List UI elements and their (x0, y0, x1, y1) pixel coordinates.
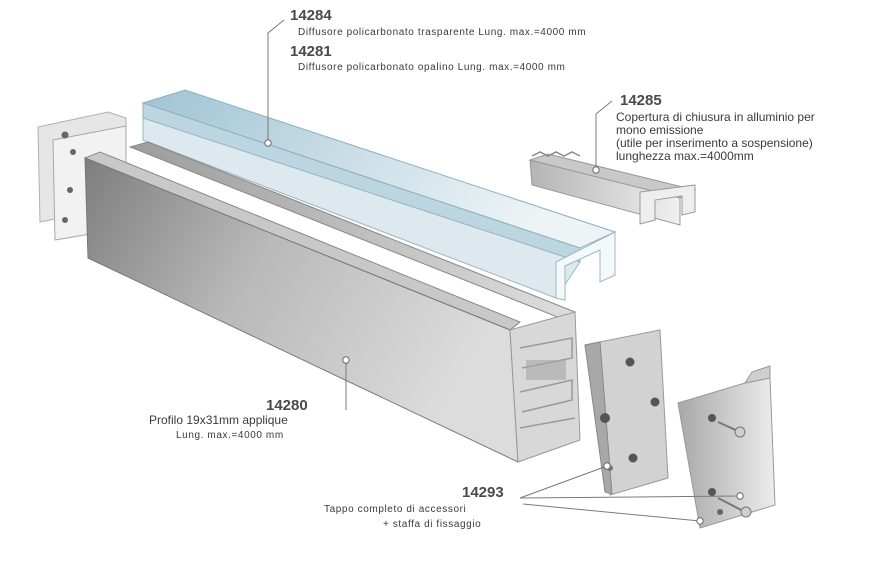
leader-lines (267, 19, 741, 522)
end-cap-plate (584, 329, 669, 496)
part-desc-14285-line2: mono emissione (616, 123, 704, 137)
part-code-14285: 14285 (620, 92, 662, 109)
part-code-14293: 14293 (462, 484, 504, 501)
part-code-14280: 14280 (266, 397, 308, 414)
part-desc-14285-line1: Copertura di chiusura in alluminio per (616, 110, 815, 124)
anchor-dot (592, 166, 600, 174)
anchor-dot (603, 462, 611, 470)
main-aluminium-profile (83, 141, 581, 463)
part-desc-14280-line2: Lung. max.=4000 mm (176, 430, 284, 441)
anchor-dot (342, 356, 350, 364)
part-desc-14280-line1: Profilo 19x31mm applique (149, 413, 288, 427)
closing-cover-profile (528, 151, 697, 226)
diffuser-profile (141, 89, 617, 301)
anchor-dot (696, 517, 704, 525)
mounting-bracket (677, 365, 776, 529)
part-code-14281: 14281 (290, 43, 332, 60)
anchor-dot (264, 139, 272, 147)
part-desc-14284: Diffusore policarbonato trasparente Lung… (298, 27, 587, 38)
part-desc-14285-line3: (utile per inserimento a sospensione) (616, 136, 813, 150)
part-code-14284: 14284 (290, 7, 332, 24)
anchor-dot (736, 492, 744, 500)
part-desc-14281: Diffusore policarbonato opalino Lung. ma… (298, 62, 566, 73)
part-desc-14293-line1: Tappo completo di accessori (324, 504, 467, 515)
part-desc-14293-line2: + staffa di fissaggio (383, 519, 482, 530)
part-desc-14285-line4: lunghezza max.=4000mm (616, 149, 754, 163)
